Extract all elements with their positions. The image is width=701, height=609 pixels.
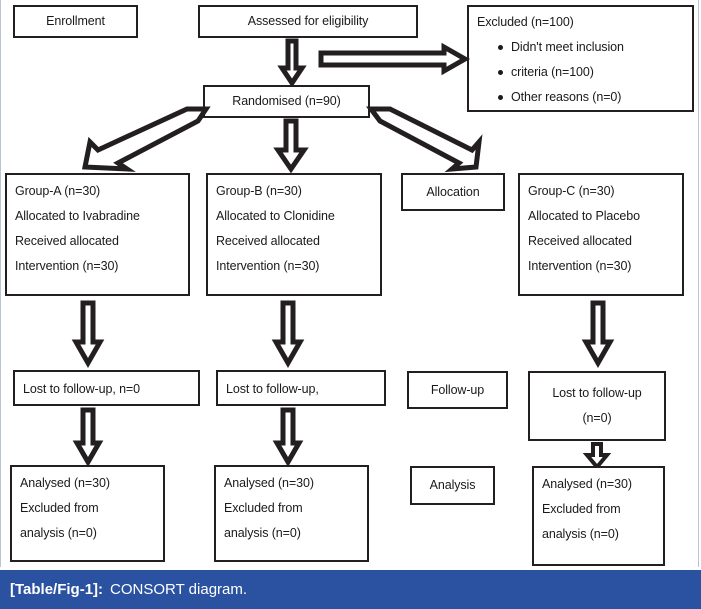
box-group-a-allocation: Group-A (n=30) Allocated to Ivabradine R… (5, 173, 190, 296)
group-a-analysis-line: analysis (n=0) (20, 526, 97, 540)
arrow-group-a-allocation-to-followup (75, 302, 101, 364)
group-a-line: Allocated to Ivabradine (15, 209, 140, 223)
excluded-title: Excluded (n=100) (477, 15, 574, 29)
group-c-line: Received allocated (528, 234, 632, 248)
box-group-a-followup: Lost to follow-up, n=0 (13, 370, 200, 406)
group-b-line: Received allocated (216, 234, 320, 248)
stage-label-analysis-text: Analysis (429, 478, 476, 492)
box-group-a-analysis: Analysed (n=30) Excluded from analysis (… (10, 465, 165, 562)
group-b-line: Allocated to Clonidine (216, 209, 335, 223)
box-assessed-for-eligibility: Assessed for eligibility (198, 5, 418, 38)
arrow-assessed-to-excluded (320, 46, 466, 72)
stage-label-enrollment: Enrollment (13, 5, 138, 38)
stage-label-followup-text: Follow-up (430, 382, 485, 397)
figure-caption-bar: [Table/Fig-1]: CONSORT diagram. (0, 570, 701, 609)
group-c-analysis-line: Excluded from (542, 502, 621, 516)
group-c-line: Intervention (n=30) (528, 259, 632, 273)
group-a-followup-line: Lost to follow-up, n=0 (23, 382, 140, 396)
group-b-line: Intervention (n=30) (216, 259, 320, 273)
group-a-line: Group-A (n=30) (15, 184, 101, 198)
excluded-reason-list: Didn't meet inclusion criteria (n=100) O… (477, 35, 692, 110)
box-group-b-followup: Lost to follow-up, (216, 370, 386, 406)
group-c-line: Allocated to Placebo (528, 209, 640, 223)
arrow-group-c-followup-to-analysis (586, 443, 608, 468)
group-c-followup-line: Lost to follow-up (552, 386, 642, 400)
box-group-c-allocation: Group-C (n=30) Allocated to Placebo Rece… (518, 173, 684, 296)
group-c-followup-line: (n=0) (582, 411, 612, 425)
arrow-randomised-to-group-a (82, 108, 207, 170)
group-a-analysis-line: Analysed (n=30) (20, 476, 110, 490)
group-c-line: Group-C (n=30) (528, 184, 615, 198)
box-excluded: Excluded (n=100) Didn't meet inclusion c… (467, 5, 694, 112)
box-randomised-text: Randomised (n=90) (232, 94, 341, 108)
group-a-line: Intervention (n=30) (15, 259, 119, 273)
stage-label-analysis: Analysis (410, 466, 495, 505)
arrow-assessed-to-randomised (281, 40, 303, 84)
group-b-analysis-line: Excluded from (224, 501, 303, 515)
stage-label-enrollment-text: Enrollment (46, 14, 105, 28)
arrow-group-c-allocation-to-followup (585, 302, 611, 364)
stage-label-followup: Follow-up (407, 371, 508, 409)
box-assessed-text: Assessed for eligibility (247, 14, 369, 28)
group-c-analysis-line: analysis (n=0) (542, 527, 619, 541)
group-b-line: Group-B (n=30) (216, 184, 302, 198)
group-b-analysis-line: Analysed (n=30) (224, 476, 314, 490)
caption-text: CONSORT diagram. (110, 581, 248, 598)
stage-label-allocation-text: Allocation (426, 184, 480, 199)
caption-label: [Table/Fig-1]: (10, 581, 104, 598)
box-group-c-analysis: Analysed (n=30) Excluded from analysis (… (532, 466, 665, 566)
arrow-randomised-to-group-c (370, 108, 480, 170)
group-a-analysis-line: Excluded from (20, 501, 99, 515)
excluded-reason-item: Didn't meet inclusion (498, 35, 692, 60)
excluded-reason-item-cont: criteria (n=100) (498, 60, 692, 85)
box-group-b-allocation: Group-B (n=30) Allocated to Clonidine Re… (206, 173, 382, 296)
arrow-group-a-followup-to-analysis (76, 409, 100, 463)
box-group-b-analysis: Analysed (n=30) Excluded from analysis (… (214, 465, 369, 562)
stage-label-allocation: Allocation (401, 173, 505, 211)
box-randomised: Randomised (n=90) (203, 85, 370, 118)
group-a-line: Received allocated (15, 234, 119, 248)
arrow-group-b-allocation-to-followup (275, 302, 301, 364)
group-c-analysis-line: Analysed (n=30) (542, 477, 632, 491)
group-b-followup-line: Lost to follow-up, (226, 382, 319, 396)
arrow-group-b-followup-to-analysis (276, 409, 300, 463)
group-b-analysis-line: analysis (n=0) (224, 526, 301, 540)
box-group-c-followup: Lost to follow-up (n=0) (528, 371, 666, 441)
arrow-randomised-to-group-b (277, 120, 305, 170)
excluded-reason-item: Other reasons (n=0) (498, 85, 692, 110)
